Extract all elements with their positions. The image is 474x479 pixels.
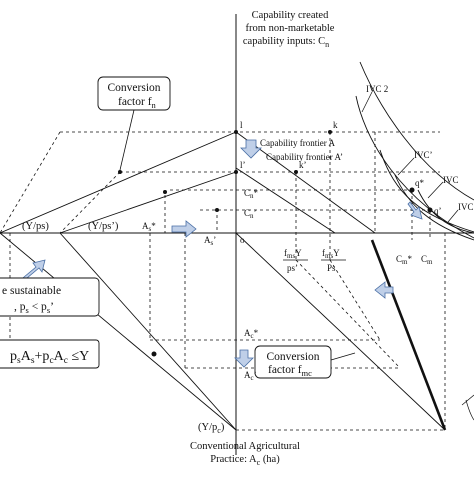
bottom-axis-line1: Conventional Agricultural — [190, 441, 300, 452]
ivc-curve — [394, 174, 474, 241]
label-as-prime: As’ — [204, 235, 216, 247]
ivc-leader-2 — [427, 181, 444, 199]
point-cn-fn — [118, 170, 122, 174]
top-axis-line2: from non-marketable — [246, 23, 335, 34]
label-y-ps-prime: (Y/ps’) — [88, 221, 119, 232]
label-y-pc: (Y/pc) — [198, 422, 225, 435]
arrow-left-cm — [374, 281, 394, 299]
point-k — [328, 130, 332, 134]
arrow-down-capability — [240, 139, 262, 159]
label-k-prime: k’ — [299, 160, 307, 170]
frac1-numerator: fmsY — [284, 248, 302, 260]
dashed-diag-2 — [329, 259, 381, 341]
ivc-prime-curve — [379, 149, 474, 233]
ivc-right-curve — [417, 189, 474, 234]
conversion-fmc-line2: factor fmc — [268, 364, 312, 378]
conversion-fmc-leader — [330, 352, 356, 361]
sustainable-line1: e sustainable — [2, 285, 61, 297]
conversion-fmc-thick — [370, 239, 447, 431]
dashed-diag-1 — [295, 259, 401, 369]
label-cn-prime: Cn’ — [244, 208, 257, 220]
label-cm-star: Cm* — [396, 254, 412, 266]
ivc-leader-1 — [397, 157, 415, 176]
conversion-fmc-box — [254, 345, 332, 379]
frontier-a-label: Capability frontier A — [260, 138, 335, 148]
conversion-fmc-thin — [235, 232, 446, 431]
budget-bullet — [151, 351, 157, 357]
budget-box — [0, 339, 100, 369]
label-ac-star: Ac* — [244, 328, 259, 340]
label-q-prime: q’ — [434, 206, 442, 216]
frontier-a-prime-label: Capability frontier A’ — [266, 152, 343, 162]
sustainable-box — [0, 277, 100, 317]
label-cn-star: Cn* — [244, 188, 259, 200]
point-k-prime — [294, 170, 298, 174]
point-l-prime — [234, 170, 238, 174]
point-l — [234, 130, 238, 134]
edge-leader — [461, 394, 474, 406]
point-as-star — [163, 190, 167, 194]
top-axis-line1: Capability created — [252, 10, 329, 21]
conversion-fmc-line1: Conversion — [266, 351, 319, 363]
conversion-fn-line-inner — [59, 171, 237, 234]
point-as-prime — [215, 208, 219, 212]
point-q-prime — [427, 207, 433, 213]
frontier-a-prime — [235, 167, 336, 234]
conversion-fn-leader — [119, 109, 135, 171]
label-q-star: q* — [415, 178, 425, 188]
label-ac-prime: Ac’ — [244, 370, 257, 382]
budget-line-ps-prime — [59, 232, 237, 431]
frac2-denominator: Ps — [327, 263, 336, 273]
ivc2-label: IVC 2 — [366, 84, 388, 94]
bottom-axis-line2: Practice: Ac (ha) — [210, 454, 280, 467]
conversion-fn-line — [0, 131, 237, 234]
ivc-right-label: IVC — [458, 202, 474, 212]
label-k: k — [333, 120, 338, 130]
arrow-q-down — [407, 201, 423, 220]
dashed-diagonal-mid-left — [59, 171, 121, 234]
sustainable-line2: , ps < ps’ — [14, 301, 54, 315]
fraction-fmsy-ps-prime: fmsY ps’ — [283, 248, 308, 273]
conversion-fn-line2: factor fn — [118, 96, 157, 110]
label-l-prime: l’ — [240, 160, 246, 170]
arrow-down-ac — [234, 349, 254, 368]
label-as-star: As* — [142, 221, 156, 233]
ivc-label: IVC — [443, 175, 459, 185]
point-q-star — [409, 187, 415, 193]
dashed-diagonal-outer-left — [0, 131, 61, 234]
label-o: o — [240, 235, 245, 245]
ivc-leader-3 — [447, 209, 459, 223]
frac2-numerator: fmsY — [322, 248, 340, 260]
edge-curve — [465, 399, 474, 421]
label-cm: Cm — [421, 254, 433, 266]
top-axis-line3: capability inputs: Cn — [243, 36, 329, 49]
arrow-right-as — [171, 220, 197, 238]
frac1-denominator: ps’ — [287, 263, 298, 273]
conversion-fn-line1: Conversion — [107, 82, 160, 94]
ivc-prime-label: IVC’ — [414, 150, 433, 160]
ivc2-leader — [361, 91, 373, 113]
label-l: l — [240, 120, 243, 130]
ivc-far-curve — [359, 61, 474, 201]
fraction-fmsy-ps: fmsY Ps — [321, 248, 346, 273]
label-y-ps: (Y/ps) — [22, 221, 49, 232]
budget-constraint: psAs+pcAc ≤Y — [10, 349, 89, 366]
